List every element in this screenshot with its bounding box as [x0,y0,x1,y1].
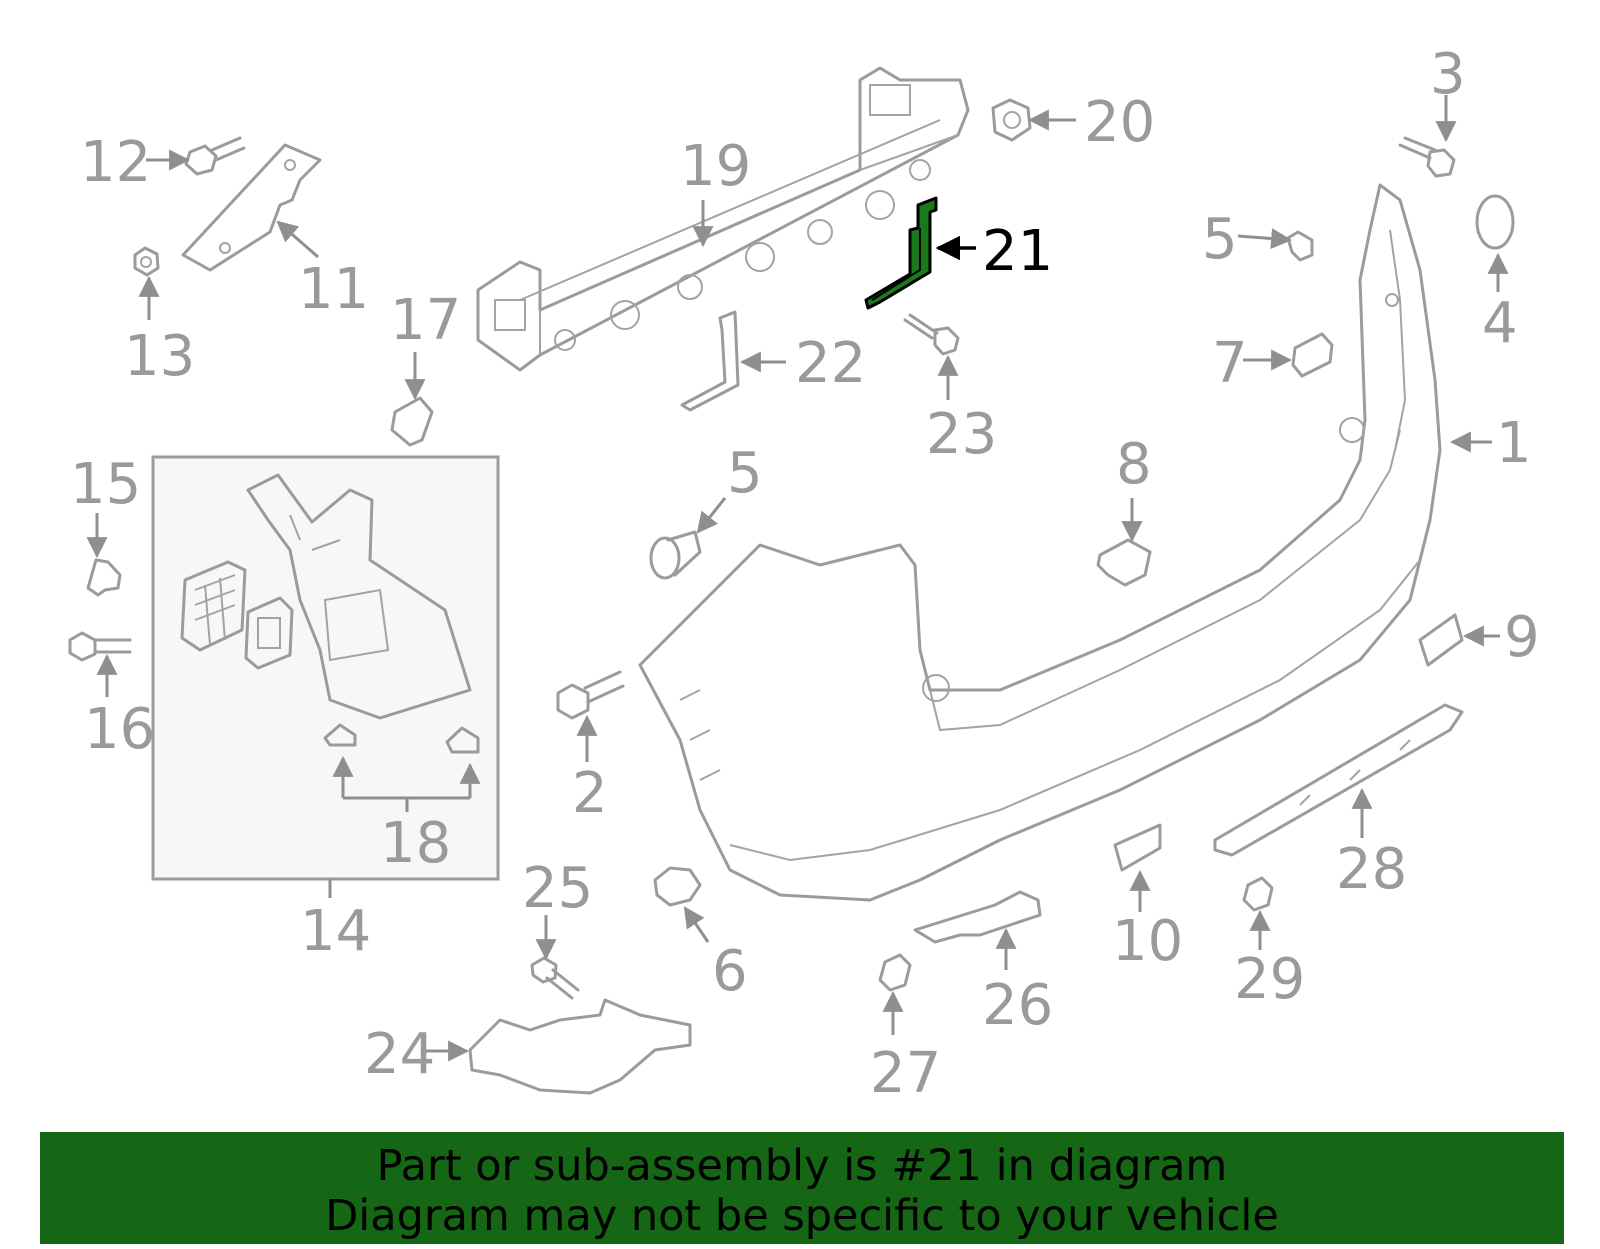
part-10-reflector [1113,823,1162,872]
callout-16: 16 [84,697,155,762]
callout-3: 3 [1430,42,1466,107]
part-15-clip [86,558,122,597]
part-14-grille-piece [180,560,247,652]
callout-8: 8 [1116,432,1152,497]
callout-25: 25 [522,856,593,921]
callout-5-upper: 5 [1202,207,1238,272]
part-14-mount-piece [244,596,294,670]
callout-7: 7 [1212,331,1248,396]
callout-27: 27 [870,1041,941,1106]
part-4-cap [1475,194,1515,250]
part-9-reflector [1418,613,1464,667]
part-27-clip [878,953,912,992]
part-13-nut [133,246,160,277]
callout-5-lower: 5 [727,441,763,506]
callout-22: 22 [795,331,866,396]
part-5-clip-lower [649,530,702,580]
part-7-clip [1291,332,1334,378]
part-26-bracket [913,890,1042,944]
part-24-bracket [468,998,692,1095]
callout-1: 1 [1496,411,1532,476]
banner-line-1: Part or sub-assembly is #21 in diagram [376,1141,1228,1191]
part-6-sensor [653,866,702,907]
part-18-clip-left [323,723,357,747]
callout-26: 26 [982,973,1053,1038]
part-21-bracket [864,196,938,310]
part-8-bracket [1096,538,1152,587]
part-5-clip-upper [1286,230,1314,262]
callout-29: 29 [1234,947,1305,1012]
part-12-bolt [184,136,246,176]
callout-13: 13 [124,324,195,389]
callout-21-highlighted: 21 [982,219,1053,284]
info-banner: Part or sub-assembly is #21 in diagram D… [40,1132,1564,1244]
callout-11: 11 [298,257,369,322]
callout-23: 23 [926,402,997,467]
callout-24: 24 [364,1022,435,1087]
callout-15: 15 [70,452,141,517]
callout-12: 12 [80,130,151,195]
part-2-bolt [556,670,625,720]
callout-10: 10 [1112,909,1183,974]
callout-2: 2 [572,761,608,826]
callout-9: 9 [1504,605,1540,670]
callout-14: 14 [300,899,371,964]
part-18-clip-right [445,726,480,754]
callout-4: 4 [1482,291,1518,356]
callout-6: 6 [712,939,748,1004]
part-20-nut [991,98,1032,142]
part-29-clip [1242,876,1274,912]
part-19-bumper-reinforcement [476,66,970,372]
sub-assembly-14-box [151,455,500,881]
part-28-strip [1213,703,1464,857]
callout-20: 20 [1084,90,1155,155]
part-23-bolt [903,313,960,356]
part-25-bolt [530,956,580,1000]
part-22-bracket [680,310,740,412]
callout-19: 19 [680,134,751,199]
part-3-bolt [1398,136,1456,178]
callout-18: 18 [380,811,451,876]
callout-28: 28 [1336,837,1407,902]
part-16-bolt [68,631,132,662]
part-14-bracket-assembly [246,473,472,720]
callout-17: 17 [390,288,461,353]
banner-line-2: Diagram may not be specific to your vehi… [325,1191,1279,1241]
part-11-bracket [181,143,322,272]
part-1-bumper-cover [638,183,1442,902]
part-17-clip [390,396,434,447]
